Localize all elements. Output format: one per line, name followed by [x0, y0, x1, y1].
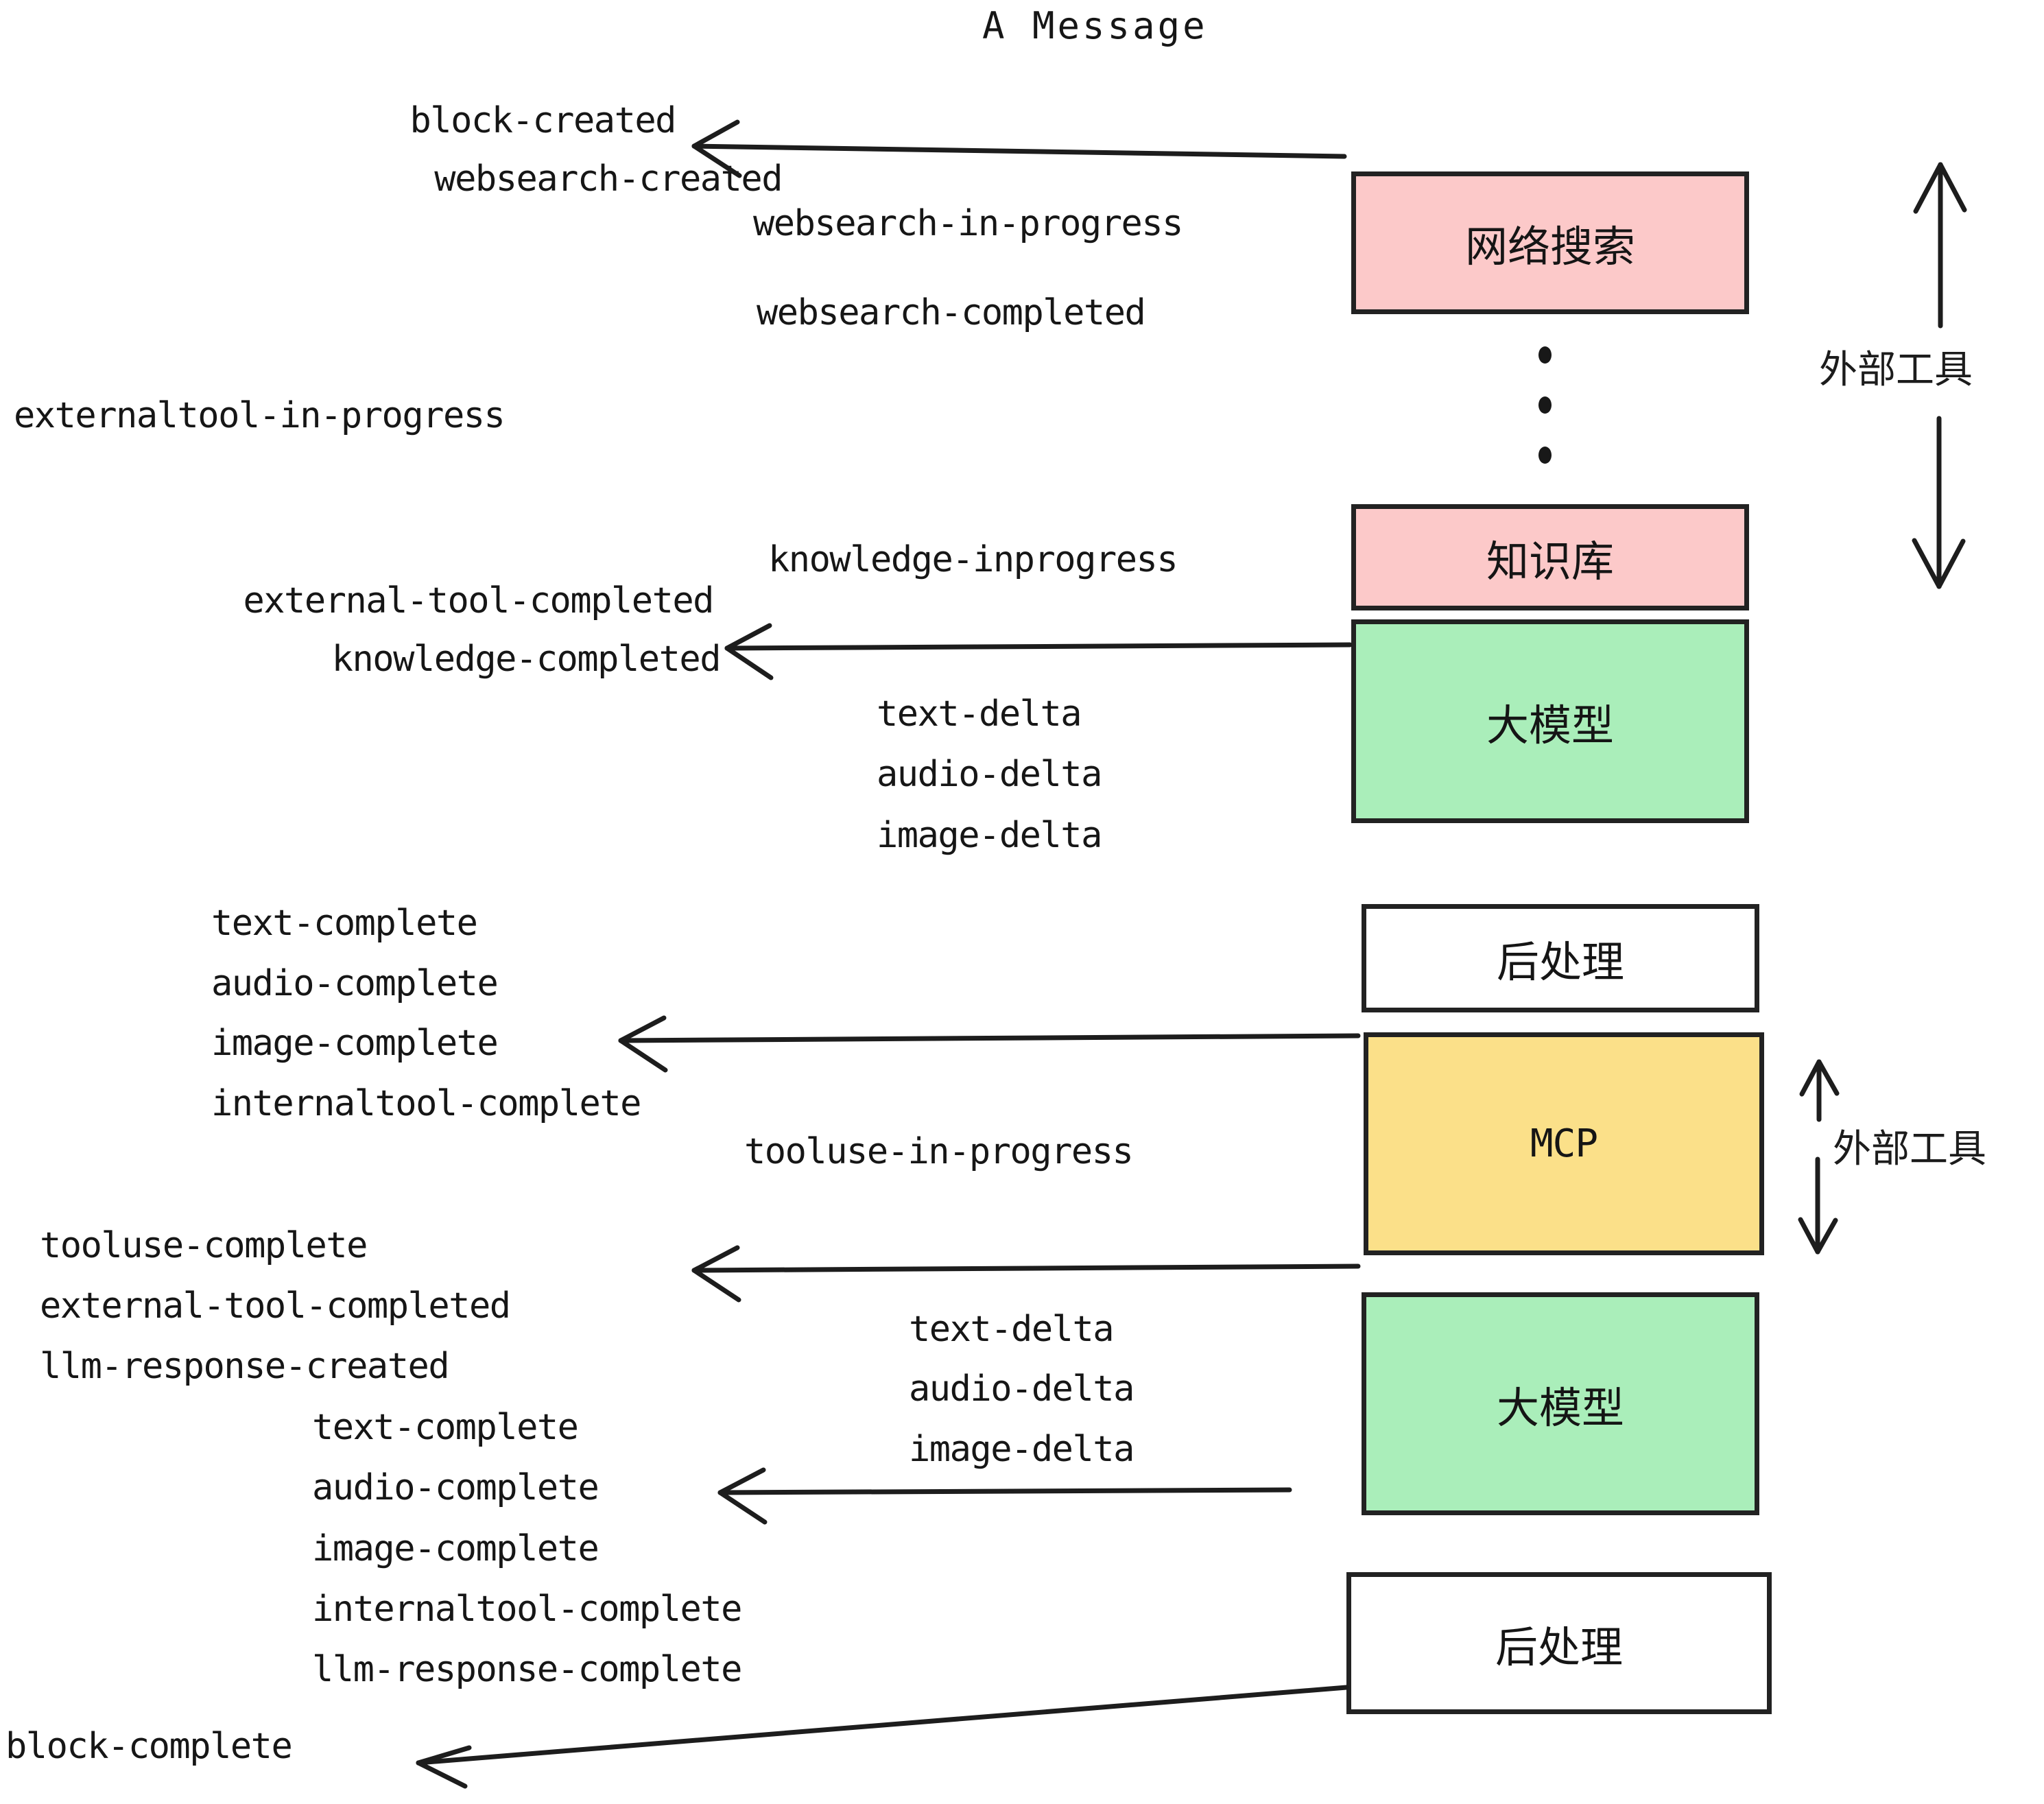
event-knowledge-completed: knowledge-completed [331, 639, 722, 680]
vertical-ellipsis [1538, 346, 1552, 497]
box-knowledge-label: 知识库 [1486, 536, 1614, 586]
box-postprocess-1: 后处理 [1362, 904, 1759, 1012]
ellipsis-dot [1538, 447, 1552, 464]
arrow-llm2-to-audio-complete [717, 1467, 1292, 1525]
event-audio-delta-1: audio-delta [877, 754, 1102, 795]
event-external-tool-completed-2: external-tool-completed [40, 1285, 511, 1327]
box-llm-2-label: 大模型 [1496, 1382, 1624, 1433]
event-image-complete-2: image-complete [312, 1528, 599, 1569]
box-postprocess-2: 后处理 [1346, 1572, 1772, 1714]
ellipsis-dot [1538, 346, 1552, 364]
event-text-complete-1: text-complete [211, 903, 478, 944]
box-llm-2: 大模型 [1362, 1292, 1759, 1515]
event-externaltool-in-progress: externaltool-in-progress [14, 395, 506, 436]
event-text-complete-2: text-complete [312, 1407, 579, 1448]
arrow-mcp-to-tooluse-complete [691, 1245, 1361, 1303]
event-tooluse-complete: tooluse-complete [40, 1225, 368, 1266]
arrow-postprocess2-to-block-complete [416, 1685, 1349, 1789]
event-block-created: block-created [409, 100, 677, 141]
bracket-label-external-tools-bottom: 外部工具 [1833, 1127, 1986, 1172]
arrow-websearch-to-block-created [691, 119, 1347, 178]
bracket-arrow-external-tools-bottom [1798, 1059, 1840, 1255]
diagram-title: A Message [982, 4, 1208, 47]
arrow-postprocess-to-image-complete [618, 1015, 1361, 1073]
event-tooluse-in-progress: tooluse-in-progress [744, 1131, 1134, 1172]
event-audio-complete-1: audio-complete [211, 963, 499, 1004]
box-llm-1: 大模型 [1351, 619, 1749, 823]
event-internaltool-complete-1: internaltool-complete [211, 1083, 641, 1124]
box-postprocess-2-label: 后处理 [1495, 1622, 1623, 1672]
event-knowledge-inprogress: knowledge-inprogress [768, 539, 1178, 580]
ellipsis-dot [1538, 396, 1552, 414]
arrow-knowledge-to-knowledge-completed [724, 623, 1353, 680]
box-llm-1-label: 大模型 [1486, 700, 1614, 750]
event-llm-response-complete: llm-response-complete [312, 1649, 742, 1690]
box-mcp-label: MCP [1530, 1121, 1598, 1166]
box-postprocess-1-label: 后处理 [1496, 937, 1624, 987]
event-audio-delta-2: audio-delta [909, 1368, 1134, 1410]
event-text-delta-2: text-delta [909, 1309, 1115, 1350]
box-websearch-label: 网络搜索 [1464, 222, 1635, 272]
box-mcp: MCP [1364, 1032, 1764, 1255]
box-knowledge: 知识库 [1351, 504, 1749, 610]
bracket-label-external-tools-top: 外部工具 [1819, 348, 1973, 392]
event-image-complete-1: image-complete [211, 1023, 499, 1064]
box-websearch: 网络搜索 [1351, 171, 1749, 314]
event-websearch-created: websearch-created [434, 158, 783, 200]
event-audio-complete-2: audio-complete [312, 1467, 599, 1508]
event-image-delta-1: image-delta [877, 815, 1102, 856]
event-external-tool-completed: external-tool-completed [243, 580, 714, 621]
event-llm-response-created: llm-response-created [40, 1346, 450, 1387]
event-text-delta-1: text-delta [877, 693, 1082, 735]
event-websearch-completed: websearch-completed [757, 292, 1146, 333]
event-block-complete: block-complete [5, 1726, 293, 1767]
event-internaltool-complete-2: internaltool-complete [312, 1589, 742, 1630]
event-websearch-in-progress: websearch-in-progress [753, 203, 1183, 244]
event-image-delta-2: image-delta [909, 1429, 1134, 1470]
